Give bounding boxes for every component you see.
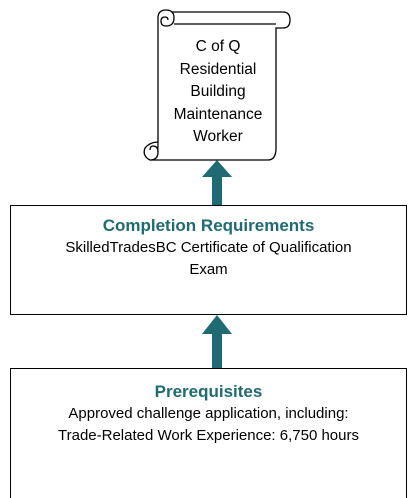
scroll-line: Residential	[179, 60, 257, 78]
prerequisites-line: Trade-Related Work Experience: 6,750 hou…	[58, 427, 359, 444]
prerequisites-box: Prerequisites Approved challenge applica…	[10, 368, 407, 498]
prerequisites-line: Approved challenge application, includin…	[68, 405, 349, 422]
arrow-up-icon	[202, 160, 232, 206]
prerequisites-title: Prerequisites	[154, 382, 263, 401]
scroll-shape	[143, 9, 291, 161]
scroll-line: Building	[190, 83, 246, 100]
scroll-line: Worker	[193, 128, 243, 145]
completion-requirements-box: Completion Requirements SkilledTradesBC …	[10, 205, 407, 315]
arrow-up-icon	[202, 315, 232, 369]
completion-title: Completion Requirements	[102, 216, 315, 235]
scroll-line: Maintenance	[173, 105, 263, 123]
completion-line: Exam	[189, 261, 228, 278]
completion-line: SkilledTradesBC Certificate of Qualifica…	[65, 239, 352, 256]
scroll-line: C of Q	[195, 38, 241, 55]
scroll-label: C of Q Residential Building Maintenance …	[168, 36, 268, 149]
